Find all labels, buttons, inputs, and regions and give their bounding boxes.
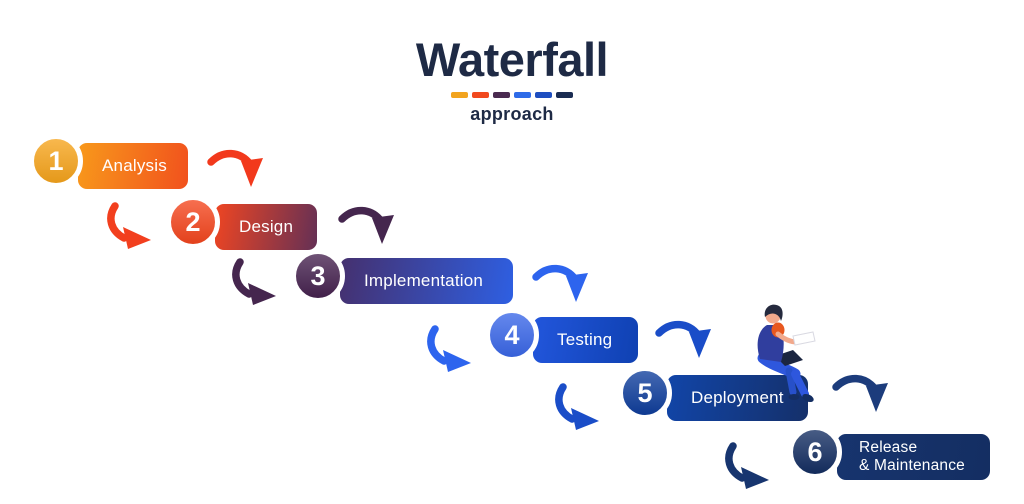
dash-icon bbox=[535, 92, 552, 98]
step-bar-implementation: Implementation bbox=[340, 258, 513, 304]
curved-arrow-down-icon bbox=[831, 371, 889, 419]
step-bar-testing: Testing bbox=[533, 317, 638, 363]
curved-arrow-right-icon bbox=[104, 202, 162, 250]
dash-icon bbox=[556, 92, 573, 98]
curved-arrow-right-icon bbox=[722, 442, 780, 490]
curved-arrow-down-icon bbox=[337, 203, 395, 251]
step-label: Deployment bbox=[691, 387, 784, 407]
curved-arrow-down-icon bbox=[531, 261, 589, 309]
curved-arrow-right-icon bbox=[424, 325, 482, 373]
curved-arrow-right-icon bbox=[552, 383, 610, 431]
dash-icon bbox=[472, 92, 489, 98]
person-illustration bbox=[733, 298, 833, 410]
step-number: 3 bbox=[310, 260, 326, 291]
step-number: 1 bbox=[48, 145, 64, 176]
step-number-circle-3: 3 bbox=[291, 249, 345, 303]
curved-arrow-down-icon bbox=[206, 146, 264, 194]
step-bar-deployment: Deployment bbox=[667, 375, 808, 421]
dash-icon bbox=[451, 92, 468, 98]
dash-icon bbox=[514, 92, 531, 98]
step-number: 2 bbox=[185, 206, 201, 237]
curved-arrow-down-icon bbox=[654, 317, 712, 365]
step-bar-analysis: Analysis bbox=[78, 143, 188, 189]
step-number-circle-1: 1 bbox=[29, 134, 83, 188]
curved-arrow-right-icon bbox=[229, 258, 287, 306]
header: Waterfall approach bbox=[0, 36, 1024, 125]
step-number-circle-4: 4 bbox=[485, 308, 539, 362]
page-subtitle: approach bbox=[470, 104, 554, 124]
step-number: 6 bbox=[807, 436, 823, 467]
step-label: Analysis bbox=[102, 155, 167, 175]
step-number: 4 bbox=[504, 319, 520, 350]
step-label: Testing bbox=[557, 329, 613, 349]
step-number-circle-2: 2 bbox=[166, 195, 220, 249]
step-label: Release & Maintenance bbox=[859, 438, 965, 474]
step-number-circle-5: 5 bbox=[618, 366, 672, 420]
step-number-circle-6: 6 bbox=[788, 425, 842, 479]
step-label: Implementation bbox=[364, 270, 484, 290]
step-bar-design: Design bbox=[215, 204, 317, 250]
step-bar-release-maintenance: Release & Maintenance bbox=[837, 434, 990, 480]
page-title: Waterfall bbox=[415, 33, 609, 86]
step-number: 5 bbox=[637, 377, 653, 408]
title-underline-dashes bbox=[0, 92, 1024, 98]
dash-icon bbox=[493, 92, 510, 98]
step-label: Design bbox=[239, 216, 294, 236]
